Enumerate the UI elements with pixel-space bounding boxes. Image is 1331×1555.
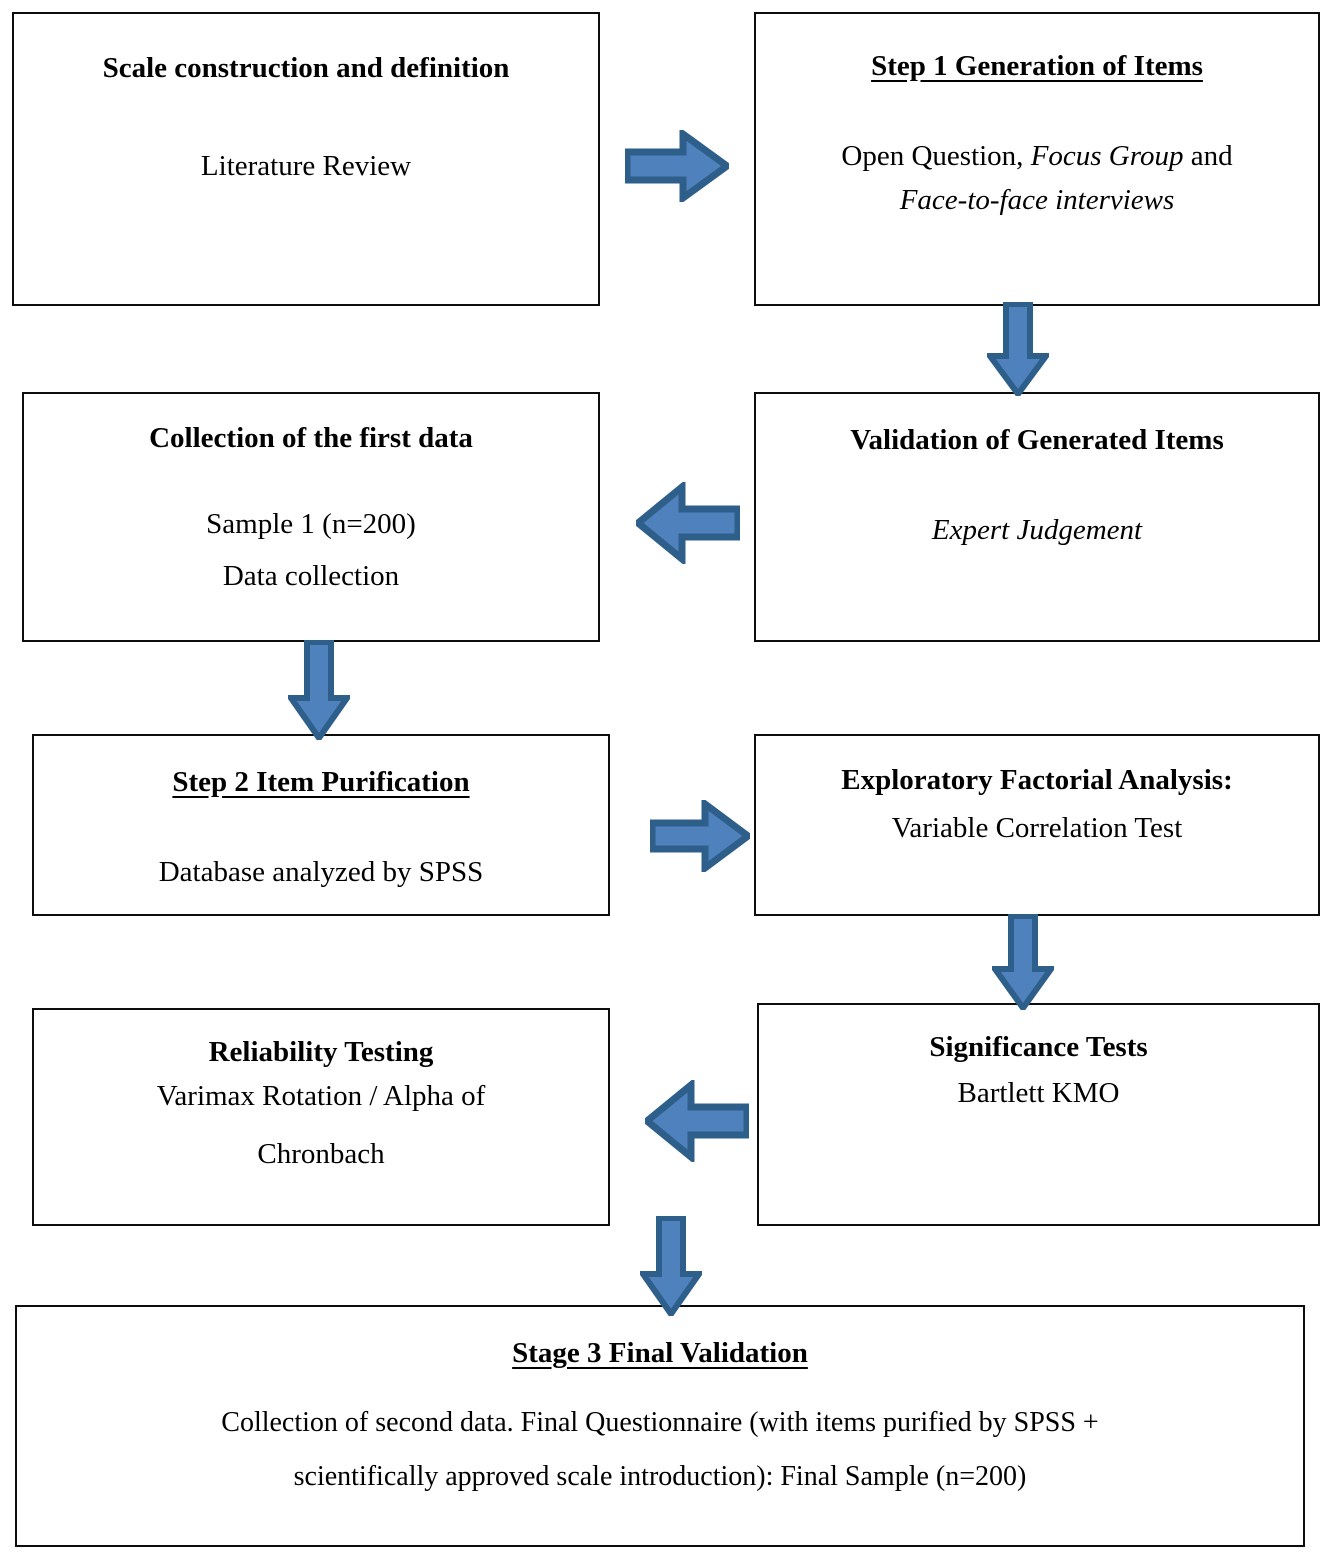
arrow-left-icon	[636, 482, 740, 564]
node-step1-title: Step 1 Generation of Items	[871, 50, 1203, 82]
node-significance-body: Bartlett KMO	[957, 1077, 1120, 1110]
node-stage3-title: Stage 3 Final Validation	[512, 1337, 808, 1369]
arrow-right-icon	[625, 130, 729, 202]
node-collection-data: Data collection	[222, 559, 400, 592]
node-step2-item-purification: Step 2 Item Purification Database analyz…	[32, 734, 610, 916]
node-efa-body: Variable Correlation Test	[891, 812, 1183, 845]
node-step2-body: Database analyzed by SPSS	[158, 856, 484, 889]
node-step1-body-focus-group: Focus Group	[1030, 140, 1184, 173]
node-collection-title: Collection of the first data	[149, 422, 473, 454]
node-step2-title: Step 2 Item Purification	[172, 766, 470, 798]
node-validation-of-generated-items: Validation of Generated Items Expert Jud…	[754, 392, 1320, 642]
node-validation-title: Validation of Generated Items	[850, 424, 1224, 456]
arrow-right-icon	[650, 800, 750, 872]
node-collection-of-first-data: Collection of the first data Sample 1 (n…	[22, 392, 600, 642]
node-collection-sample: Sample 1 (n=200)	[206, 508, 416, 541]
node-efa-title: Exploratory Factorial Analysis:	[841, 764, 1233, 796]
node-scale-body: Literature Review	[200, 150, 412, 183]
node-reliability-line2: Chronbach	[257, 1137, 385, 1170]
node-step1-body-post: and	[1183, 140, 1233, 173]
node-validation-body: Expert Judgement	[931, 514, 1143, 547]
node-reliability-testing: Reliability Testing Varimax Rotation / A…	[32, 1008, 610, 1226]
arrow-down-icon	[987, 302, 1049, 396]
node-reliability-body: Varimax Rotation / Alpha of Chronbach	[157, 1075, 486, 1176]
node-stage3-body: Collection of second data. Final Questio…	[221, 1396, 1098, 1502]
node-reliability-line1: Varimax Rotation / Alpha of	[156, 1080, 486, 1113]
node-stage3-final-validation: Stage 3 Final Validation Collection of s…	[15, 1305, 1305, 1547]
node-stage3-line2: scientifically approved scale introducti…	[293, 1460, 1027, 1492]
node-stage3-line1: Collection of second data. Final Questio…	[221, 1407, 1099, 1439]
node-significance-title: Significance Tests	[929, 1031, 1148, 1063]
node-significance-tests: Significance Tests Bartlett KMO	[757, 1003, 1320, 1226]
node-step1-body: Open Question, Focus Group and Face-to-f…	[841, 135, 1232, 222]
node-exploratory-factorial-analysis: Exploratory Factorial Analysis: Variable…	[754, 734, 1320, 916]
node-scale-title: Scale construction and definition	[102, 52, 510, 84]
node-step1-body-pre: Open Question,	[841, 140, 1031, 173]
arrow-down-icon	[992, 914, 1054, 1010]
arrow-down-icon	[640, 1216, 702, 1316]
node-reliability-title: Reliability Testing	[208, 1036, 434, 1068]
node-step1-generation-of-items: Step 1 Generation of Items Open Question…	[754, 12, 1320, 306]
node-step1-body-interviews: Face-to-face interviews	[899, 183, 1175, 216]
node-collection-body: Sample 1 (n=200) Data collection	[206, 503, 416, 598]
arrow-down-icon	[288, 640, 350, 740]
arrow-left-icon	[645, 1080, 749, 1162]
node-scale-construction: Scale construction and definition Litera…	[12, 12, 600, 306]
